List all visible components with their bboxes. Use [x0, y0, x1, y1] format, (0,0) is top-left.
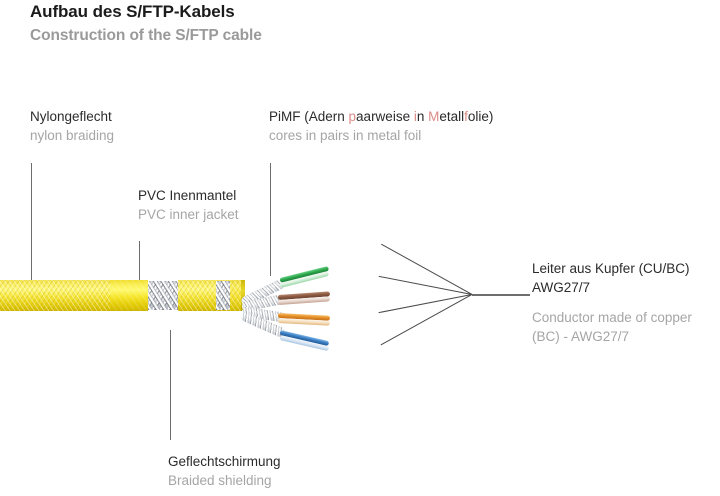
- label-pimf-en: cores in pairs in metal foil: [269, 128, 422, 143]
- fan-line-orange: [378, 294, 472, 314]
- label-pvc-inner-jacket: PVC Inenmantel PVC inner jacket: [138, 186, 239, 224]
- label-pvc-en: PVC inner jacket: [138, 207, 239, 222]
- page-title: Aufbau des S/FTP-Kabels Construction of …: [30, 0, 262, 47]
- braided-shield-band-2: [216, 281, 231, 310]
- leader-line-shield: [170, 330, 171, 440]
- label-copper-conductor: Leiter aus Kupfer (CU/BC) AWG27/7 Conduc…: [532, 259, 712, 346]
- leader-line-nylon: [31, 163, 32, 280]
- pimf-text-5: olie): [467, 109, 494, 124]
- outer-jacket-end: [230, 280, 243, 311]
- leader-stub-conductor: [472, 294, 530, 296]
- braided-shield-band-1: [148, 281, 178, 310]
- pimf-highlight-f: f: [464, 109, 468, 124]
- pimf-text-1: PiMF (Adern: [269, 109, 349, 124]
- pimf-highlight-m: M: [428, 109, 440, 124]
- title-german: Aufbau des S/FTP-Kabels: [30, 2, 235, 21]
- label-braided-shielding: Geflechtschirmung Braided shielding: [168, 452, 281, 490]
- label-shield-de: Geflechtschirmung: [168, 454, 281, 469]
- pimf-text-3: n: [416, 109, 429, 124]
- label-conductor-de-line2: AWG27/7: [532, 280, 591, 295]
- pimf-highlight-i: i: [413, 109, 417, 124]
- label-conductor-en-line1: Conductor made of copper: [532, 310, 692, 325]
- label-conductor-en-line2: (BC) - AWG27/7: [532, 329, 630, 344]
- pimf-highlight-p: p: [348, 109, 357, 124]
- title-english: Construction of the S/FTP cable: [30, 27, 262, 44]
- cable-illustration: [0, 265, 331, 352]
- label-nylon-braiding: Nylongeflecht nylon braiding: [30, 107, 114, 145]
- leader-line-pvc: [139, 241, 140, 282]
- label-shield-en: Braided shielding: [168, 473, 272, 488]
- label-pvc-de: PVC Inenmantel: [138, 188, 237, 203]
- label-pimf: PiMF (Adern paarweise in Metallfolie) co…: [269, 107, 493, 145]
- leader-line-pimf: [270, 163, 271, 276]
- label-conductor-de-line1: Leiter aus Kupfer (CU/BC): [532, 261, 690, 276]
- twisted-pairs-group: [239, 254, 331, 352]
- label-nylon-en: nylon braiding: [30, 128, 115, 143]
- inner-jacket-segment: [110, 280, 148, 311]
- outer-jacket-segment-1: [0, 280, 110, 311]
- fan-line-green: [381, 243, 473, 295]
- pimf-text-4: etall: [439, 109, 465, 124]
- label-nylon-de: Nylongeflecht: [30, 109, 112, 124]
- label-pimf-de: PiMF (Adern paarweise in Metallfolie): [269, 107, 493, 126]
- pimf-text-2: aarweise: [356, 109, 414, 124]
